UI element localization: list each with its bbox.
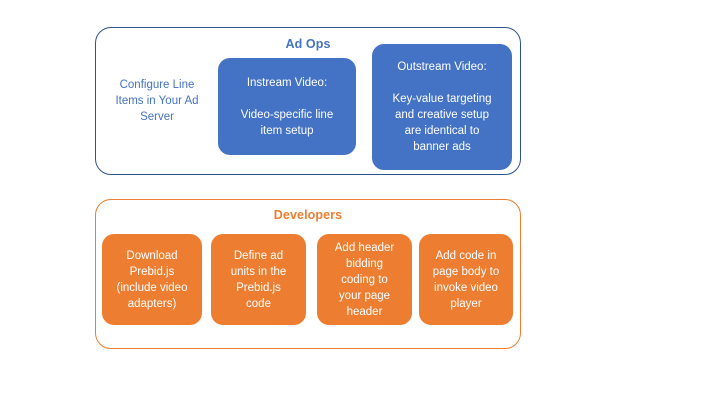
node-outstream-video-label: Outstream Video: Key-value targeting and…: [392, 61, 492, 153]
node-configure-line-items: Configure Line Items in Your Ad Server: [101, 66, 213, 136]
group-title-ad-ops: Ad Ops: [285, 37, 331, 51]
node-configure-line-items-label: Configure Line Items in Your Ad Server: [115, 79, 199, 123]
node-add-page-body-code-label: Add code in page body to invoke video pl…: [432, 249, 500, 310]
node-download-prebid: Download Prebid.js (include video adapte…: [102, 234, 202, 325]
node-instream-video: Instream Video: Video-specific line item…: [218, 58, 356, 155]
node-outstream-video: Outstream Video: Key-value targeting and…: [372, 44, 512, 170]
node-instream-video-label: Instream Video: Video-specific line item…: [240, 76, 334, 137]
node-add-page-body-code: Add code in page body to invoke video pl…: [419, 234, 513, 325]
node-define-ad-units: Define ad units in the Prebid.js code: [211, 234, 306, 325]
node-add-header-bidding-code-label: Add header bidding coding to your page h…: [334, 241, 395, 318]
group-title-developers: Developers: [273, 208, 343, 222]
node-download-prebid-label: Download Prebid.js (include video adapte…: [116, 249, 188, 310]
node-add-header-bidding-code: Add header bidding coding to your page h…: [317, 234, 412, 325]
node-define-ad-units-label: Define ad units in the Prebid.js code: [230, 249, 287, 310]
